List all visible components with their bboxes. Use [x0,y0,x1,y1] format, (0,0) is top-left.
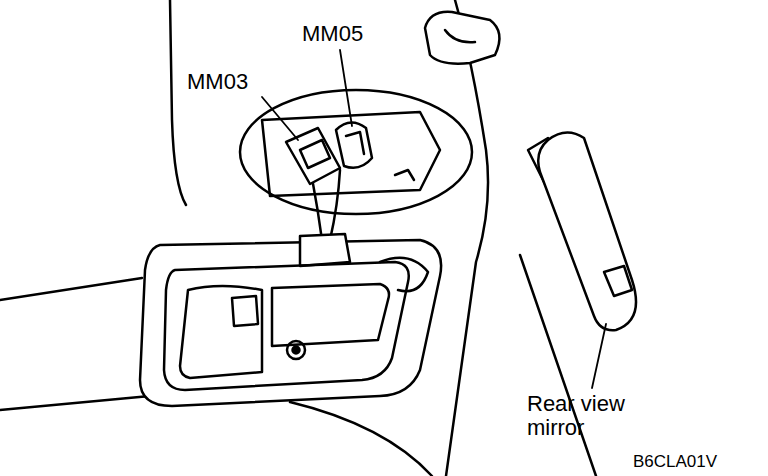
mirror-body [538,132,636,330]
leader-line [340,50,352,126]
trim-edge [0,278,142,300]
part-name: Rear view mirror [527,392,657,440]
connector-label: MM05 [302,22,363,46]
console-opening [240,90,472,214]
leader-line [262,97,298,140]
trim-edge [0,396,150,410]
figure-code: B6CLA01V [633,450,717,474]
trim-edge [290,402,432,476]
connector-plug [300,140,330,168]
connector-label: MM03 [187,70,248,94]
lamp-housing [140,240,441,406]
bracket-tab [395,170,414,180]
wire [312,178,322,240]
console-edge [170,0,186,205]
clip-part [445,30,475,42]
clip-part [425,12,499,64]
lamp-bezel [164,262,409,390]
wire [330,170,340,240]
mirror-tab [604,266,632,296]
leader-line [592,324,606,388]
switch [232,296,258,326]
lamp-lens [180,286,262,378]
connector-plug [336,122,372,167]
switch [287,341,305,359]
housing-tab [380,258,428,291]
switch [293,347,300,354]
connector-plug [300,234,350,266]
lamp-lens [272,284,389,346]
connector-plug [346,132,364,154]
console-edge [446,0,488,476]
